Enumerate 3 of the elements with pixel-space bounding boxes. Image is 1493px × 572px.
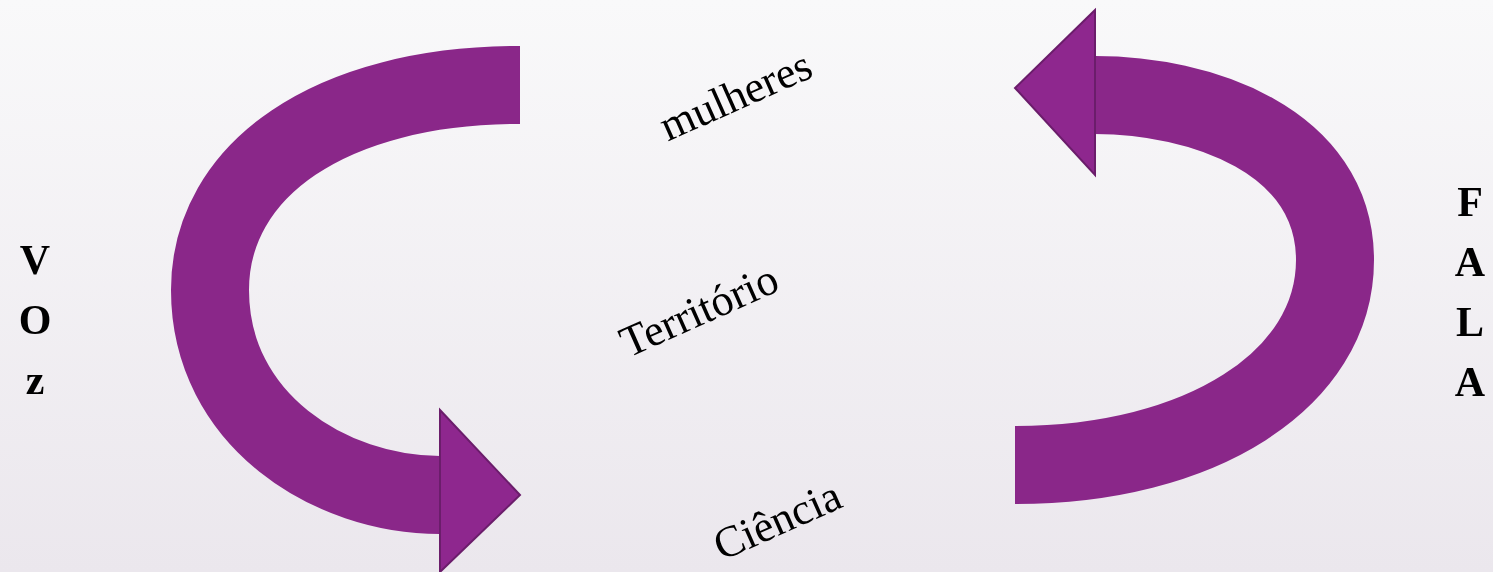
word-label: Ciência xyxy=(705,469,849,572)
vertical-word: FALA xyxy=(1453,178,1487,408)
vertical-word: VOz xyxy=(17,236,53,406)
